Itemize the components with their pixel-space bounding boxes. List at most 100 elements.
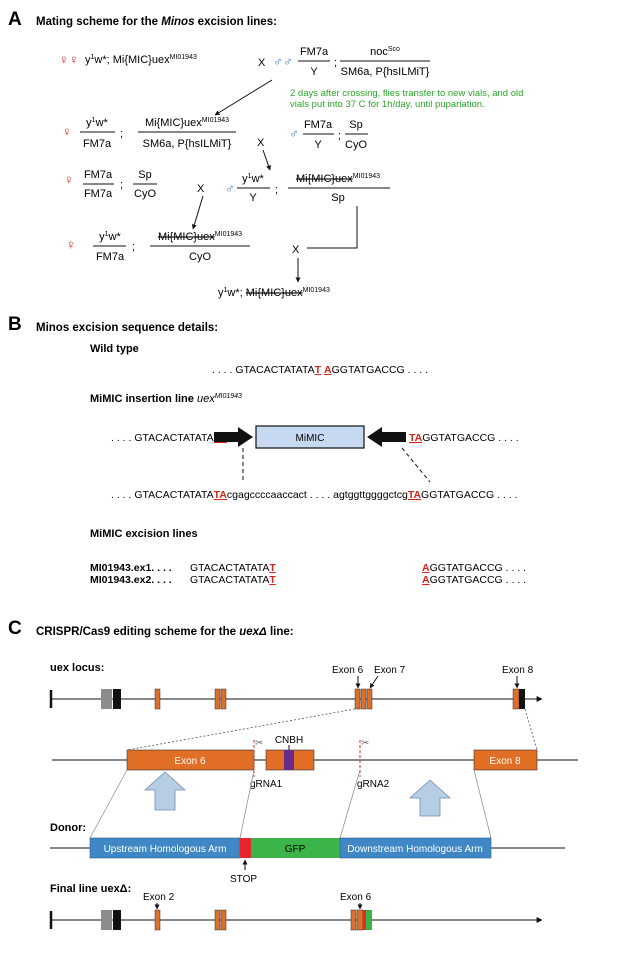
- g2-male-symbol: ♂: [289, 126, 299, 141]
- locus-exon-6: [354, 688, 361, 710]
- mimic-left-seq: . . . . GTACACTATATATA: [111, 432, 227, 444]
- g2-female-den1: FM7a: [83, 138, 112, 150]
- dash-right: [401, 447, 431, 483]
- final-exon2-label: Exon 2: [143, 892, 175, 903]
- g4-female-symbol: ♀: [66, 237, 76, 252]
- locus-exon6-label: Exon 6: [332, 665, 364, 676]
- locus-exon-3a: [214, 688, 221, 710]
- zoom-line-left: [126, 708, 356, 751]
- final-exon-3a: [214, 909, 221, 931]
- connector-down-right: [473, 769, 492, 839]
- scissor-1-icon: ✂: [255, 738, 263, 749]
- g3-male-symbol: ♂: [225, 181, 235, 196]
- excision-title: MiMIC excision lines: [90, 528, 198, 540]
- zoom-exon8-label: Exon 8: [489, 756, 521, 767]
- locus-exon-8-utr: [519, 689, 525, 709]
- final-title: Final line uexΔ:: [50, 883, 131, 895]
- mimic-label: MiMIC: [296, 433, 325, 444]
- g2-female-num1: y1w*: [86, 117, 108, 129]
- g1-cross: X: [258, 57, 266, 69]
- panel-b-title: Minos excision sequence details:: [36, 322, 218, 334]
- g1-male-symbol-1: ♂: [273, 54, 283, 69]
- g3-sep: ;: [120, 179, 123, 191]
- mimic-left-arrow: [214, 427, 253, 447]
- final-genotype: y1w*; Mi{MIC}uexMI01943: [218, 287, 330, 299]
- mimic-right-seq: TAGGTATGACCG . . . .: [409, 432, 519, 444]
- panel-c-label: C: [8, 618, 22, 639]
- locus-exon7-arrow: [369, 675, 379, 689]
- panel-b-label: B: [8, 314, 22, 335]
- g1-female-symbol-2: ♀: [69, 52, 79, 67]
- grna1-label: gRNA1: [250, 779, 283, 790]
- locus-exon-8: [512, 688, 520, 710]
- upstream-arm-label: Upstream Homologous Arm: [104, 844, 227, 855]
- gfp-label: GFP: [285, 844, 306, 855]
- wt-title: Wild type: [90, 343, 139, 355]
- connector-up-left: [89, 769, 128, 839]
- final-gray-exon: [101, 910, 112, 930]
- ex1-left: GTACACTATATAT: [190, 562, 276, 574]
- donor-title: Donor:: [50, 822, 86, 834]
- final-exon-3b: [220, 909, 227, 931]
- g3-male-den1: Y: [249, 192, 257, 204]
- g4-female-num2: Mi{MIC}uexMI01943: [158, 231, 242, 243]
- locus-black-exon: [113, 689, 121, 709]
- note-line-2: vials put into 37 C for 1h/day, until pu…: [290, 99, 485, 110]
- mimic-box: [255, 425, 365, 449]
- g3-cross: X: [197, 183, 205, 195]
- g1-female-symbol-1: ♀: [59, 52, 69, 67]
- zoom-exon8: [473, 749, 538, 771]
- g3-female-num1: FM7a: [84, 169, 113, 181]
- mimic-insert-seq: . . . . GTACACTATATATAcgagccccaaccact . …: [111, 489, 518, 501]
- ex2-right: AGGTATGACCG . . . .: [422, 574, 526, 586]
- g4-female-den2: CyO: [189, 251, 211, 263]
- ex1-right: AGGTATGACCG . . . .: [422, 562, 526, 574]
- connector-up-right: [239, 769, 255, 839]
- g3-male-den2: Sp: [331, 192, 344, 204]
- panel-c-title: CRISPR/Cas9 editing scheme for the uexΔ …: [36, 626, 294, 638]
- connector-g3-male: [307, 206, 358, 249]
- ex2-name: MI01943.ex2. . . .: [90, 574, 172, 586]
- final-black-exon: [113, 910, 121, 930]
- g1-male-den2: SM6a, P{hsILMiT}: [341, 66, 430, 78]
- locus-exon-2: [154, 688, 161, 710]
- stop-label: STOP: [230, 874, 257, 885]
- locus-title: uex locus:: [50, 662, 104, 674]
- g4-female-den1: FM7a: [96, 251, 125, 263]
- locus-exon-3b: [220, 688, 227, 710]
- wt-sequence: . . . . GTACACTATATAT AGGTATGACCG . . . …: [212, 364, 428, 376]
- g3-female-den1: FM7a: [84, 188, 113, 200]
- zoom-exon6-label: Exon 6: [174, 756, 206, 767]
- connector-down-left: [339, 769, 361, 839]
- homology-arrow-left: [143, 771, 187, 811]
- g3-female-symbol: ♀: [64, 172, 74, 187]
- grna2-label: gRNA2: [357, 779, 390, 790]
- locus-exon-6b: [360, 688, 367, 710]
- locus-gray-exon: [101, 689, 112, 709]
- final-exon6-label: Exon 6: [340, 892, 372, 903]
- mimic-title: MiMIC insertion line uexMI01943: [90, 393, 242, 405]
- g4-cross: X: [292, 244, 300, 256]
- g1-sep: ;: [334, 57, 337, 69]
- stop-codon: [240, 838, 251, 858]
- g1-male-den1: Y: [310, 66, 318, 78]
- final-exon-6: [356, 909, 364, 931]
- panel-a-title: Mating scheme for the Minos excision lin…: [36, 16, 277, 28]
- ex1-name: MI01943.ex1. . . .: [90, 562, 172, 574]
- arrow-g1-g2: [214, 79, 273, 116]
- g3-female-num2: Sp: [138, 169, 151, 181]
- g1-male-symbol-2: ♂: [283, 54, 293, 69]
- final-exon-2: [154, 909, 161, 931]
- downstream-arm-label: Downstream Homologous Arm: [347, 844, 483, 855]
- g2-male-den2: CyO: [345, 139, 367, 151]
- g3-female-den2: CyO: [134, 188, 156, 200]
- g2-male-den1: Y: [314, 139, 322, 151]
- g1-male-num1: FM7a: [300, 46, 329, 58]
- ex2-left: GTACACTATATAT: [190, 574, 276, 586]
- locus-exon7-label: Exon 7: [374, 665, 406, 676]
- g2-female-symbol: ♀: [62, 124, 72, 139]
- mimic-right-arrow: [367, 427, 406, 447]
- panel-a-label: A: [8, 9, 22, 30]
- g2-male-num1: FM7a: [304, 119, 333, 131]
